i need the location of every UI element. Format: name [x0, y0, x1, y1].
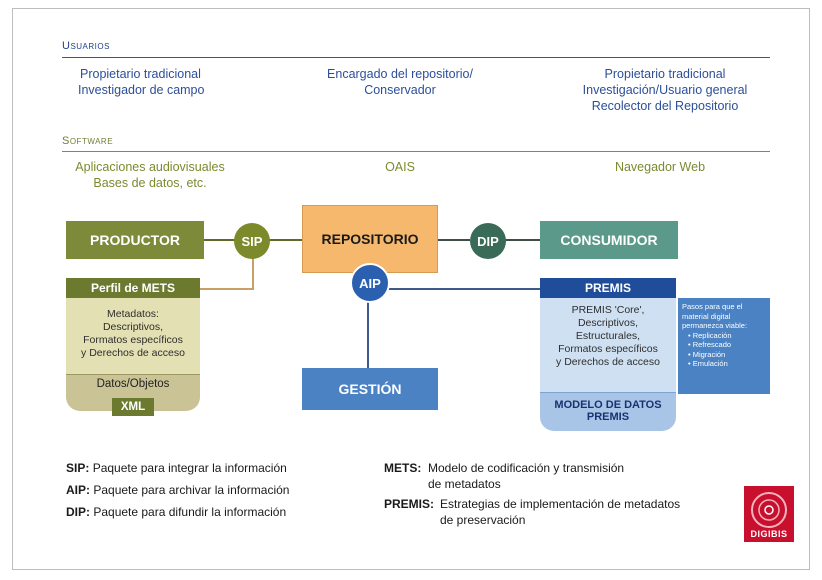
pasos-item-1: • Replicación [688, 330, 732, 340]
line-mets-connector [200, 288, 254, 290]
premis-footer-line-2: PREMIS [586, 411, 630, 423]
premis-body-line-5: y Derechos de acceso [556, 356, 660, 368]
digibis-logo-icon [744, 486, 794, 542]
gestion-box: GESTIÓN [302, 368, 438, 410]
usuarios-center-line-2: Conservador [364, 83, 436, 97]
usuarios-left-line-2: Investigador de campo [78, 83, 205, 97]
aip-circle: AIP [350, 263, 390, 303]
productor-box: PRODUCTOR [66, 221, 204, 259]
pasos-item-3: • Migración [688, 349, 726, 359]
repositorio-box: REPOSITORIO [302, 205, 438, 273]
legend-sip: SIP: Paquete para integrar la informació… [66, 460, 366, 476]
premis-body-line-2: Descriptivos, [577, 317, 639, 329]
usuarios-right-line-2: Investigación/Usuario general [582, 83, 748, 97]
premis-body-line-4: Formatos específicos [558, 343, 658, 355]
pasos-item-1-label: Replicación [692, 330, 732, 340]
digibis-logo: DIGIBIS [744, 486, 794, 542]
legend-dip-text: Paquete para difundir la información [93, 505, 287, 519]
premis-footer-line-1: MODELO DE DATOS [554, 399, 662, 411]
legend-mets-line-2: de metadatos [428, 477, 501, 491]
software-rule [62, 151, 770, 152]
mets-body-line-4: y Derechos de acceso [81, 347, 185, 359]
mets-body-line-3: Formatos específicos [83, 334, 183, 346]
pasos-item-4: • Emulación [688, 359, 728, 368]
legend-aip: AIP: Paquete para archivar la informació… [66, 482, 366, 498]
legend-dip-key: DIP: [66, 505, 90, 519]
pasos-item-2: • Refrescado [688, 340, 732, 349]
premis-body: PREMIS 'Core', Descriptivos, Estructural… [540, 304, 676, 369]
line-productor-sip [204, 239, 238, 241]
legend-right: METS: Modelo de codificación y transmisi… [384, 460, 724, 528]
legend-aip-text: Paquete para archivar la información [93, 483, 290, 497]
usuarios-center: Encargado del repositorio/ Conservador [300, 66, 500, 98]
legend-mets-key: METS: [384, 461, 422, 475]
usuarios-right-line-3: Recolector del Repositorio [591, 99, 739, 113]
premis-body-line-1: PREMIS 'Core', [571, 304, 645, 316]
usuarios-right: Propietario tradicional Investigación/Us… [560, 66, 770, 114]
legend-sip-key: SIP: [66, 461, 90, 475]
legend-mets: METS: Modelo de codificación y transmisi… [384, 460, 724, 492]
usuarios-rule [62, 57, 770, 58]
legend-premis-text: Estrategias de implementación de metadat… [440, 496, 680, 528]
premis-body-line-3: Estructurales, [575, 330, 641, 342]
usuarios-right-line-1: Propietario tradicional [604, 67, 726, 81]
dip-circle: DIP [470, 223, 506, 259]
legend-premis-line-1: Estrategias de implementación de metadat… [440, 497, 681, 511]
legend-sip-text: Paquete para integrar la información [92, 461, 287, 475]
legend-premis-key: PREMIS: [384, 497, 435, 511]
line-sip-mets [252, 254, 254, 290]
pasos-item-3-label: Migración [692, 349, 726, 359]
software-left-line-1: Aplicaciones audiovisuales [75, 160, 225, 174]
legend-premis: PREMIS: Estrategias de implementación de… [384, 496, 724, 528]
pasos-item-4-label: Emulación [692, 359, 728, 368]
premis-header: PREMIS [540, 278, 676, 298]
usuarios-title: Usuarios [62, 40, 110, 52]
usuarios-left: Propietario tradicional Investigador de … [60, 66, 250, 98]
consumidor-box: CONSUMIDOR [540, 221, 678, 259]
mets-body-line-2: Descriptivos, [102, 321, 164, 333]
legend-aip-key: AIP: [66, 483, 90, 497]
line-repositorio-dip [438, 239, 470, 241]
line-sip-repositorio [266, 239, 302, 241]
pasos-intro-1: Pasos para que el [682, 302, 743, 311]
software-left: Aplicaciones audiovisuales Bases de dato… [55, 159, 245, 191]
legend-dip: DIP: Paquete para difundir la informació… [66, 504, 366, 520]
premis-footer: MODELO DE DATOS PREMIS [540, 392, 676, 431]
pasos-item-2-label: Refrescado [692, 340, 732, 349]
software-right: Navegador Web [614, 160, 706, 174]
pasos-box: Pasos para que el material digital perma… [678, 298, 770, 394]
pasos-intro-3: permanezca viable: [682, 321, 748, 330]
pasos-intro-2: material digital [682, 311, 731, 321]
mets-panel: Perfil de METS Metadatos: Descriptivos, … [66, 278, 200, 411]
software-center: OAIS [385, 160, 415, 174]
legend-premis-line-2: de preservación [440, 513, 526, 527]
line-aip-gestion [367, 296, 369, 368]
legend-mets-text: Modelo de codificación y transmisión de … [428, 460, 624, 492]
digibis-logo-text: DIGIBIS [750, 529, 788, 539]
software-title: Software [62, 135, 114, 147]
mets-body: Metadatos: Descriptivos, Formatos especí… [66, 308, 200, 360]
usuarios-center-line-1: Encargado del repositorio/ [327, 67, 473, 81]
legend-left: SIP: Paquete para integrar la informació… [66, 460, 366, 520]
line-aip-premis [384, 288, 540, 290]
premis-panel: PREMIS PREMIS 'Core', Descriptivos, Estr… [540, 278, 676, 431]
usuarios-left-line-1: Propietario tradicional [80, 67, 201, 81]
mets-header: Perfil de METS [66, 278, 200, 298]
xml-tag: XML [112, 398, 154, 416]
mets-footer-text: Datos/Objetos [96, 378, 170, 390]
sip-circle: SIP [234, 223, 270, 259]
mets-body-line-1: Metadatos: [107, 308, 159, 320]
software-left-line-2: Bases de datos, etc. [93, 176, 207, 190]
line-dip-consumidor [498, 239, 540, 241]
legend-mets-line-1: Modelo de codificación y transmisión [428, 461, 625, 475]
